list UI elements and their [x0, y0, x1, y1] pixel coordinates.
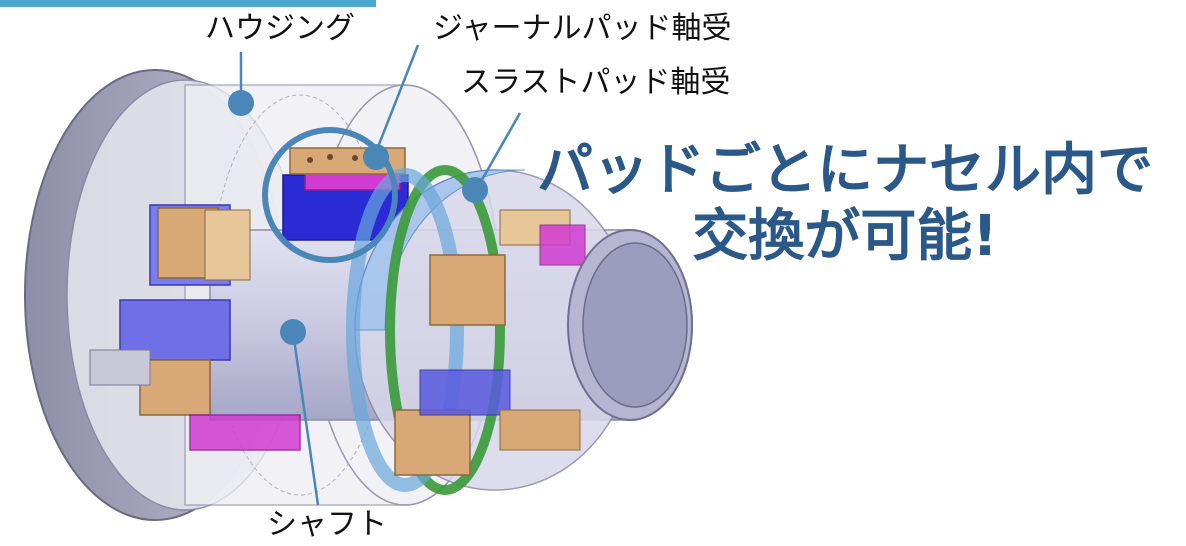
label-shaft: シャフト — [267, 507, 387, 542]
leader-thrust-dot — [462, 177, 488, 203]
leader-journal — [374, 44, 420, 153]
leader-shaft — [291, 331, 320, 506]
accent-top-bar — [0, 0, 376, 7]
headline-line-1: パッドごとにナセル内で — [537, 138, 1153, 203]
leader-thrust — [477, 112, 522, 186]
thrust-bearing-assembly — [346, 165, 693, 495]
label-thrust-pad-bearing: スラストパッド軸受 — [461, 65, 731, 100]
headline-line-2: 交換が可能! — [692, 204, 998, 270]
label-housing: ハウジング — [205, 11, 355, 46]
journal-pad-segments — [89, 204, 301, 451]
leader-housing-dot — [228, 90, 254, 116]
highlight-circle — [262, 127, 398, 263]
label-journal-pad-bearing: ジャーナルパッド軸受 — [433, 11, 732, 46]
headline: パッドごとにナセル内で 交換が可能! — [515, 138, 1175, 270]
leader-lines — [228, 44, 522, 506]
leader-journal-dot — [363, 144, 389, 170]
